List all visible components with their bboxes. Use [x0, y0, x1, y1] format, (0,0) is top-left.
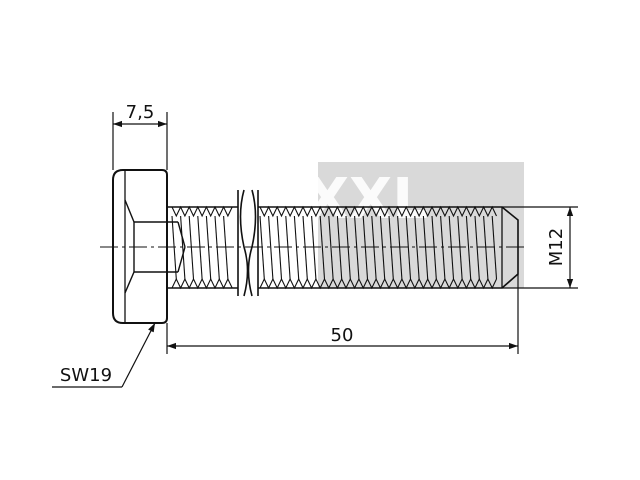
watermark: TechXXL [164, 162, 524, 288]
screw-head [112, 169, 168, 324]
thread-flank-right [268, 215, 274, 280]
thread-flank-left [205, 215, 212, 280]
thread-crest-top-left [171, 205, 233, 218]
thread-flank-right [414, 215, 420, 280]
dimension-head-width [112, 112, 168, 170]
thread-flank-right [328, 215, 334, 280]
leader-line [121, 322, 156, 388]
watermark-text: TechXXL [164, 167, 428, 232]
thread-crest-top-right [259, 205, 497, 218]
break-mark-left [237, 189, 249, 297]
wrench-size-leader [52, 322, 156, 388]
thread-flank-right [319, 215, 326, 280]
shank-left [167, 206, 238, 289]
wrench-size-label: SW19 [60, 365, 112, 386]
thread-crest-bottom-right [259, 277, 497, 290]
thread-crest-bottom-left [171, 277, 233, 290]
thread-flank-right [405, 215, 412, 280]
length-label: 50 [331, 325, 354, 346]
dimension-length [166, 274, 519, 354]
head-width-label: 7,5 [126, 102, 155, 123]
dimension-thread [502, 206, 578, 289]
thread-label: M12 [546, 228, 567, 266]
thread-flank-right [465, 215, 472, 280]
thread-flank-right [379, 215, 386, 280]
watermark-background [318, 162, 524, 288]
